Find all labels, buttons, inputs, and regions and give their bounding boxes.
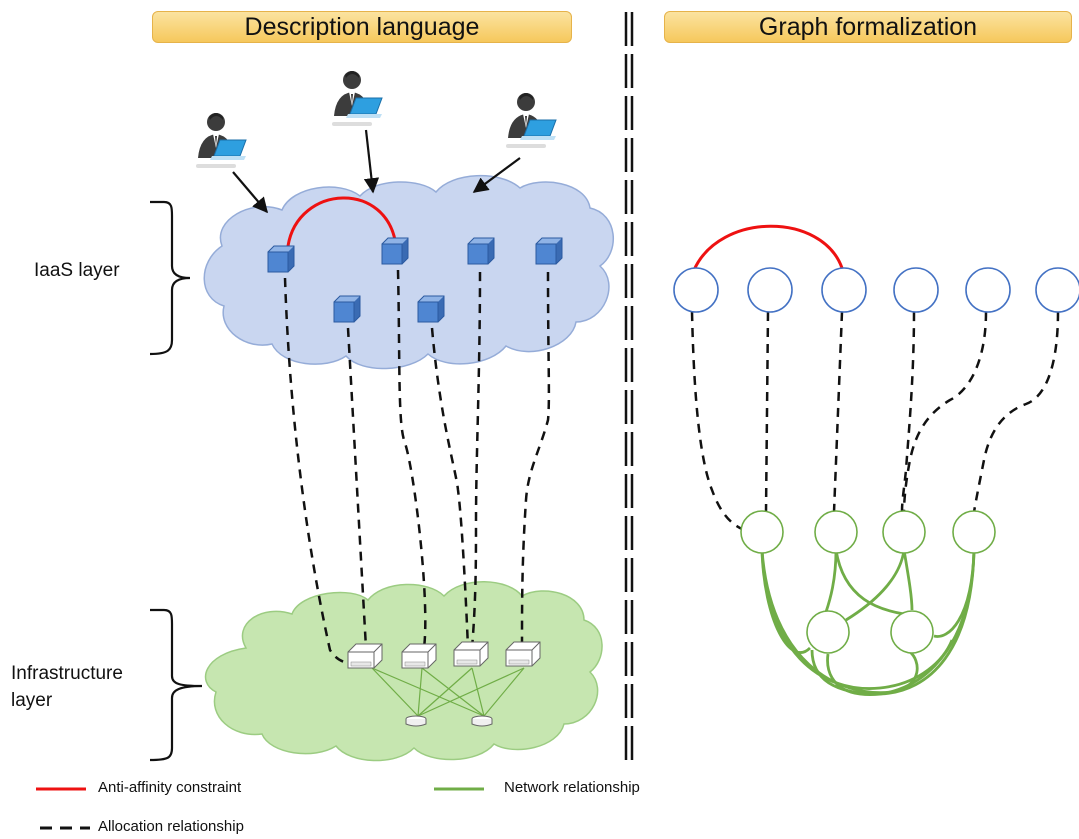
infrastructure-layer-brace bbox=[149, 608, 203, 762]
switch-icon bbox=[471, 715, 493, 727]
anti-affinity-arc-left bbox=[286, 196, 398, 247]
iaas-cloud bbox=[203, 174, 614, 370]
allocation-lines-right bbox=[690, 311, 1060, 532]
vm-cube-icon bbox=[417, 295, 445, 323]
vm-cube-icon bbox=[535, 237, 563, 265]
switch-icon bbox=[405, 715, 427, 727]
vm-cube-icon bbox=[467, 237, 495, 265]
user-with-laptop-icon bbox=[505, 92, 557, 149]
allocation-lines-left bbox=[283, 269, 551, 665]
legend-anti-affinity: Anti-affinity constraint bbox=[98, 779, 242, 796]
panel-separator bbox=[624, 12, 634, 766]
infrastructure-cloud bbox=[204, 581, 603, 762]
title-description-language: Description language bbox=[152, 11, 572, 43]
legend-network: Network relationship bbox=[504, 779, 640, 796]
vm-cube-icon bbox=[381, 237, 409, 265]
anti-affinity-arc-right bbox=[692, 224, 844, 271]
server-icon bbox=[453, 641, 489, 667]
server-nodes-right bbox=[740, 510, 996, 654]
infrastructure-layer-label: Infrastructure layer bbox=[11, 660, 123, 714]
vm-cube-icon bbox=[333, 295, 361, 323]
server-icon bbox=[505, 641, 541, 667]
server-icon bbox=[347, 643, 383, 669]
user-with-laptop-icon bbox=[331, 70, 383, 127]
infrastructure-layer-label-line2: layer bbox=[11, 690, 53, 711]
user-arrows bbox=[232, 129, 521, 214]
iaas-layer-brace bbox=[149, 200, 191, 356]
vm-cube-icon bbox=[267, 245, 295, 273]
user-with-laptop-icon bbox=[195, 112, 247, 169]
title-graph-formalization: Graph formalization bbox=[664, 11, 1072, 43]
iaas-layer-label: IaaS layer bbox=[34, 260, 120, 281]
server-icon bbox=[401, 643, 437, 669]
network-links-left bbox=[371, 667, 525, 717]
legend-allocation: Allocation relationship bbox=[98, 818, 244, 835]
network-links-right bbox=[760, 549, 976, 696]
vm-nodes-right bbox=[673, 267, 1079, 313]
infrastructure-layer-label-line1: Infrastructure bbox=[11, 663, 123, 684]
